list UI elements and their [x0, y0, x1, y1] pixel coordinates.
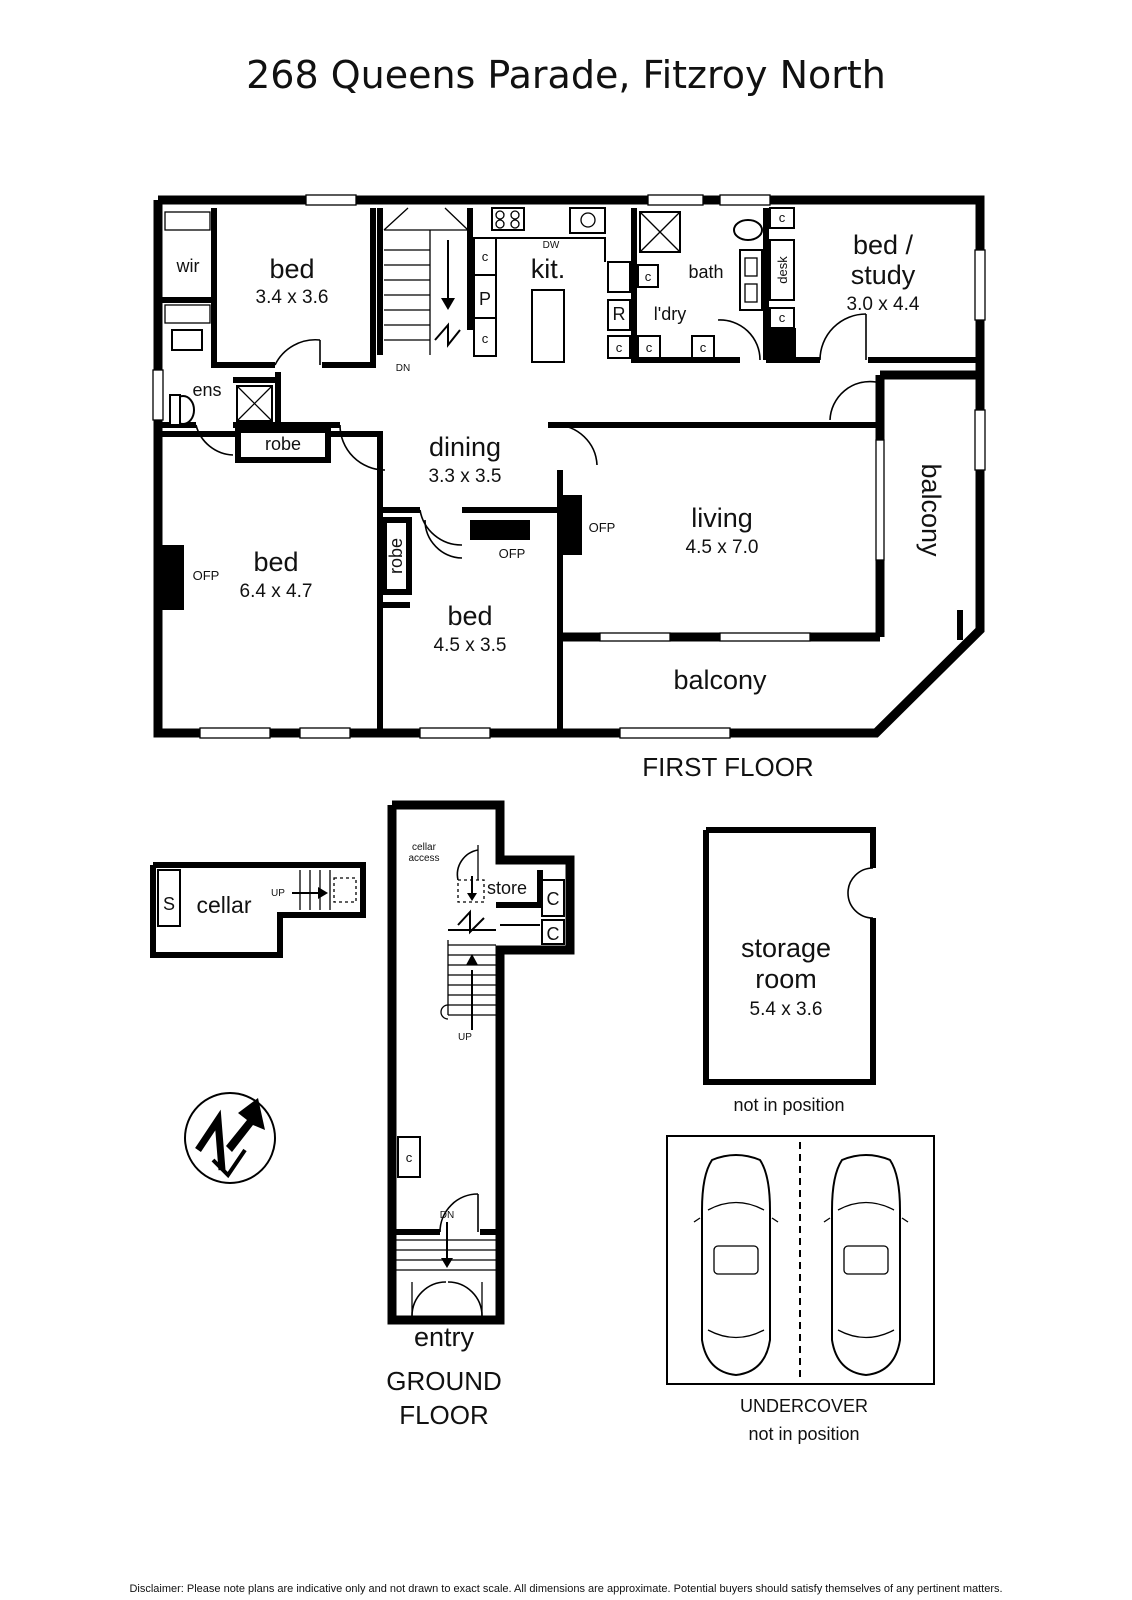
storage-room-label-line1: storage: [741, 933, 831, 963]
bed1-dims: 3.4 x 3.6: [256, 287, 329, 308]
store-c-label-1: C: [547, 889, 560, 909]
entry-label: entry: [414, 1322, 475, 1352]
ens-label: ens: [192, 380, 221, 400]
living-ofp-label: OFP: [589, 520, 616, 535]
desk-label: desk: [775, 256, 790, 284]
kitchen-c-top: c: [482, 249, 489, 264]
ground-floor-plan: [387, 800, 575, 1325]
robe1-label: robe: [265, 434, 301, 454]
balcony-front-label: balcony: [673, 665, 767, 695]
ground-c-label: c: [406, 1150, 413, 1165]
entry-stairs-dn-label: DN: [440, 1210, 454, 1221]
balcony-side-label: balcony: [916, 463, 946, 557]
bed-study-label-line1: bed /: [853, 230, 914, 260]
dining-label: dining: [429, 432, 501, 462]
undercover-note: not in position: [748, 1424, 859, 1444]
storage-room-plan: [703, 827, 876, 1085]
undercover-parking-plan: [666, 1135, 935, 1385]
kitchen-pantry-label: P: [479, 289, 491, 309]
cellar-plan: [150, 862, 366, 958]
dining-dims: 3.3 x 3.5: [429, 466, 502, 487]
bed-main-ofp-label: OFP: [193, 568, 220, 583]
bed-study-label-line2: study: [851, 260, 916, 290]
car-icon: [823, 1154, 909, 1377]
living-label: living: [691, 503, 753, 533]
laundry-label: l'dry: [654, 304, 686, 324]
kitchen-label: kit.: [531, 254, 566, 284]
ground-stairs-up-label: UP: [458, 1032, 472, 1043]
bed1-label: bed: [269, 254, 314, 284]
cellar-s-label: S: [163, 894, 175, 914]
living-dims: 4.5 x 7.0: [686, 537, 759, 558]
disclaimer-text: Disclaimer: Please note plans are indica…: [129, 1583, 1002, 1595]
bed-main-dims: 6.4 x 4.7: [240, 581, 313, 602]
cellar-access-label-line2: access: [408, 853, 439, 864]
cellar-access-label-line1: cellar: [412, 842, 437, 853]
robe2-label: robe: [386, 538, 406, 574]
first-floor-plan: [152, 194, 986, 739]
desk-c-bottom: c: [779, 310, 786, 325]
bed-study-dims: 3.0 x 4.4: [847, 294, 920, 315]
store-label: store: [487, 878, 527, 898]
property-address-title: 268 Queens Parade, Fitzroy North: [246, 53, 886, 97]
laundry-c-1: c: [645, 269, 652, 284]
storage-room-note: not in position: [733, 1095, 844, 1115]
stairs-dn-label: DN: [396, 363, 410, 374]
ground-floor-caption-line2: FLOOR: [399, 1400, 489, 1430]
storage-room-label-line2: room: [755, 964, 817, 994]
store-c-label-2: C: [547, 924, 560, 944]
laundry-c-3: c: [700, 340, 707, 355]
cellar-label: cellar: [197, 892, 252, 918]
cellar-up-label: UP: [271, 888, 285, 899]
wir-label: wir: [176, 256, 200, 276]
bed-main-label: bed: [253, 547, 298, 577]
kitchen-fridge-label: R: [613, 304, 626, 324]
laundry-c-2: c: [646, 340, 653, 355]
storage-room-dims: 5.4 x 3.6: [750, 999, 823, 1020]
kitchen-dw-label: DW: [543, 240, 560, 251]
kitchen-c-r: c: [616, 340, 623, 355]
ground-floor-caption-line1: GROUND: [386, 1366, 502, 1396]
north-compass-icon: [184, 1092, 276, 1184]
car-icon: [693, 1154, 779, 1377]
bed3-dims: 4.5 x 3.5: [434, 635, 507, 656]
bed3-ofp-label: OFP: [499, 546, 526, 561]
bath-label: bath: [688, 262, 723, 282]
undercover-label: UNDERCOVER: [740, 1396, 868, 1416]
kitchen-c-bottom: c: [482, 331, 489, 346]
first-floor-caption: FIRST FLOOR: [642, 752, 813, 782]
desk-c-top: c: [779, 210, 786, 225]
bed3-label: bed: [447, 601, 492, 631]
